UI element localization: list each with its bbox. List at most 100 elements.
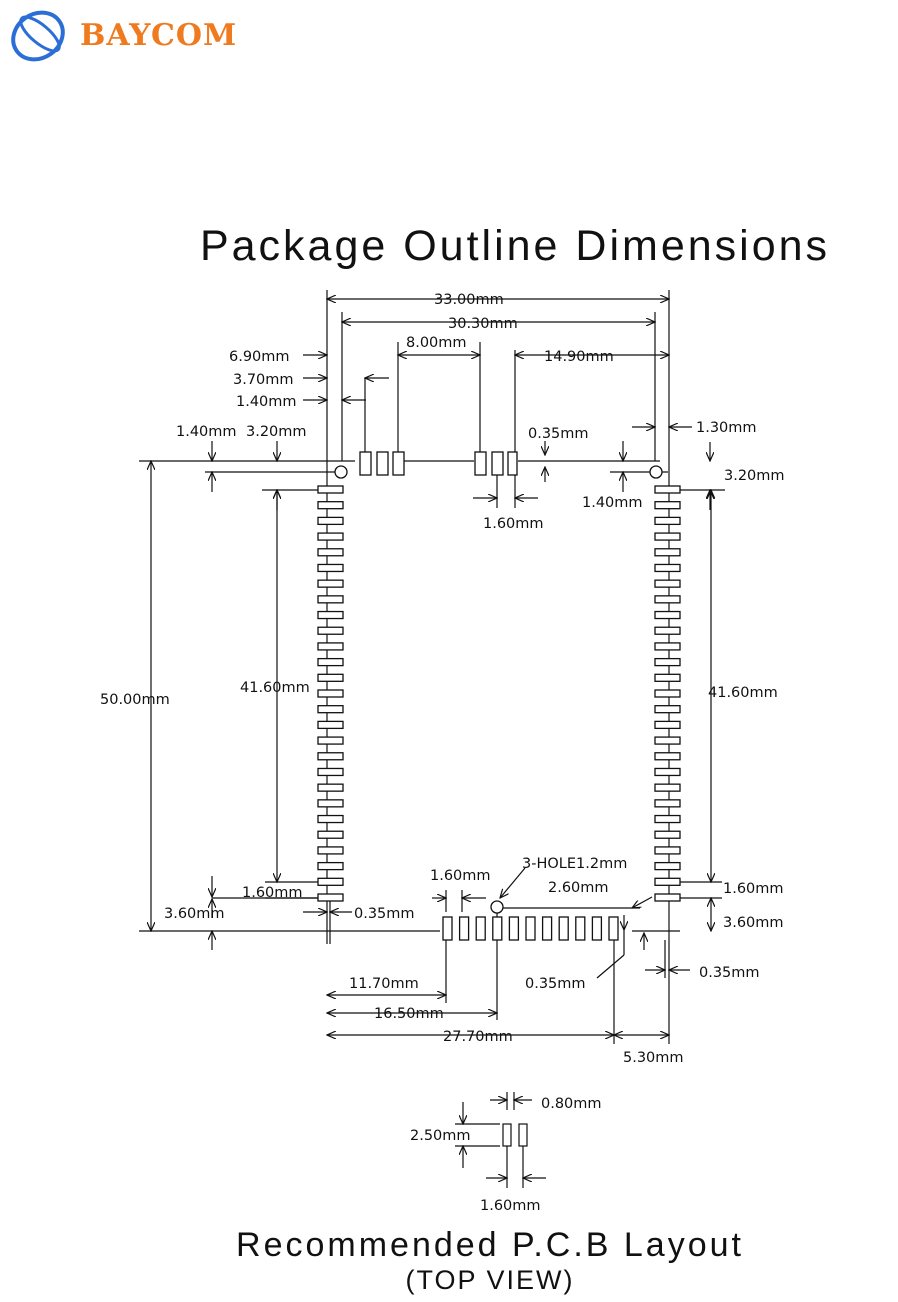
- pad-right: [654, 516, 681, 526]
- layout-caption: Recommended P.C.B Layout: [236, 1226, 744, 1264]
- pad-left: [317, 814, 344, 824]
- dim-label: 1.60mm: [242, 885, 303, 901]
- pad-bottom: [558, 916, 569, 941]
- pad-bottom: [608, 916, 619, 941]
- pad-left: [317, 673, 344, 682]
- pad-left: [317, 657, 344, 667]
- pad-right: [654, 673, 681, 682]
- pad-left: [317, 846, 344, 855]
- pad-left: [317, 516, 344, 526]
- pad-left: [317, 501, 344, 510]
- dim-label: 1.60mm: [483, 516, 544, 532]
- dim-label: 1.40mm: [176, 424, 237, 440]
- dim-label: 3.20mm: [724, 468, 785, 484]
- pad-left: [317, 720, 344, 730]
- pad-top: [376, 451, 389, 476]
- dim-label: 3.60mm: [164, 906, 225, 922]
- pad-right: [654, 642, 681, 651]
- leader-holes: [500, 867, 526, 898]
- dim-label: 50.00mm: [100, 692, 170, 708]
- pad-left: [317, 752, 344, 761]
- pad-right: [654, 877, 681, 886]
- pad-bottom: [525, 916, 536, 941]
- dim-label: 30.30mm: [448, 316, 518, 332]
- mount-hole: [334, 465, 348, 479]
- pad-right: [654, 767, 681, 777]
- dim-label: 3-HOLE1.2mm: [522, 856, 627, 872]
- dim-label: 2.50mm: [410, 1128, 471, 1144]
- pad-right: [654, 799, 681, 808]
- pad-top: [507, 451, 518, 476]
- pad-right: [654, 720, 681, 730]
- pad-left: [317, 485, 344, 494]
- dim-label: 16.50mm: [374, 1006, 444, 1022]
- pad-left: [317, 532, 344, 541]
- pad-left: [317, 689, 344, 698]
- pad-bottom: [575, 916, 586, 941]
- pad-left: [317, 579, 344, 588]
- dim-label: 1.60mm: [723, 881, 784, 897]
- dim-label: 1.30mm: [696, 420, 757, 436]
- pad-right: [654, 893, 681, 902]
- pad-bottom: [492, 916, 503, 941]
- dim-label: 1.40mm: [582, 495, 643, 511]
- pad-right: [654, 595, 681, 604]
- pad-top: [392, 451, 405, 476]
- pad-left: [317, 783, 344, 792]
- pad-left: [317, 830, 344, 839]
- pad-right: [654, 705, 681, 714]
- pad-right: [654, 485, 681, 494]
- pad-left: [317, 610, 344, 620]
- pad-top: [491, 451, 504, 476]
- pad-bottom: [591, 916, 603, 941]
- pad-right: [654, 752, 681, 761]
- dim-label: 0.80mm: [541, 1096, 602, 1112]
- pad-right: [654, 657, 681, 667]
- dim-label: 41.60mm: [708, 685, 778, 701]
- pad-bottom: [442, 916, 453, 941]
- dim-label: 0.35mm: [699, 965, 760, 981]
- dim-label: 0.35mm: [528, 426, 589, 442]
- pad-top: [474, 451, 487, 476]
- pad-right: [654, 626, 681, 635]
- dim-label: 11.70mm: [349, 976, 419, 992]
- pad-detail: [455, 1092, 546, 1188]
- pad-left: [317, 799, 344, 808]
- dim-label: 0.35mm: [354, 906, 415, 922]
- pad-bottom: [508, 916, 520, 941]
- dim-label: 8.00mm: [406, 335, 467, 351]
- dim-label: 1.60mm: [480, 1198, 541, 1214]
- dim-label: 33.00mm: [434, 292, 504, 308]
- pads: [317, 451, 681, 941]
- mount-hole: [490, 900, 504, 914]
- pad-left: [317, 548, 344, 557]
- pad-right: [654, 830, 681, 839]
- detail-pad: [502, 1123, 512, 1147]
- dim-label: 14.90mm: [544, 349, 614, 365]
- dim-label: 2.60mm: [548, 880, 609, 896]
- pad-right: [654, 610, 681, 620]
- pad-right: [654, 689, 681, 698]
- pad-left: [317, 626, 344, 635]
- pad-left: [317, 705, 344, 714]
- view-caption: (TOP VIEW): [405, 1265, 575, 1295]
- pad-right: [654, 846, 681, 855]
- pad-left: [317, 563, 344, 573]
- pad-left: [317, 642, 344, 651]
- dim-label: 0.35mm: [525, 976, 586, 992]
- pad-right: [654, 532, 681, 541]
- pad-left: [317, 767, 344, 777]
- footer: Recommended P.C.B Layout (TOP VIEW): [0, 1226, 898, 1296]
- pad-bottom: [475, 916, 486, 941]
- dim-label: 41.60mm: [240, 680, 310, 696]
- dim-b-260: [632, 896, 653, 908]
- pad-bottom: [458, 916, 470, 941]
- pad-right: [654, 501, 681, 510]
- brand-name: BAYCOM: [80, 18, 238, 53]
- dim-label: 6.90mm: [229, 349, 290, 365]
- pad-right: [654, 783, 681, 792]
- pad-left: [317, 595, 344, 604]
- dim-label: 27.70mm: [443, 1029, 513, 1045]
- pad-bottom: [541, 916, 553, 941]
